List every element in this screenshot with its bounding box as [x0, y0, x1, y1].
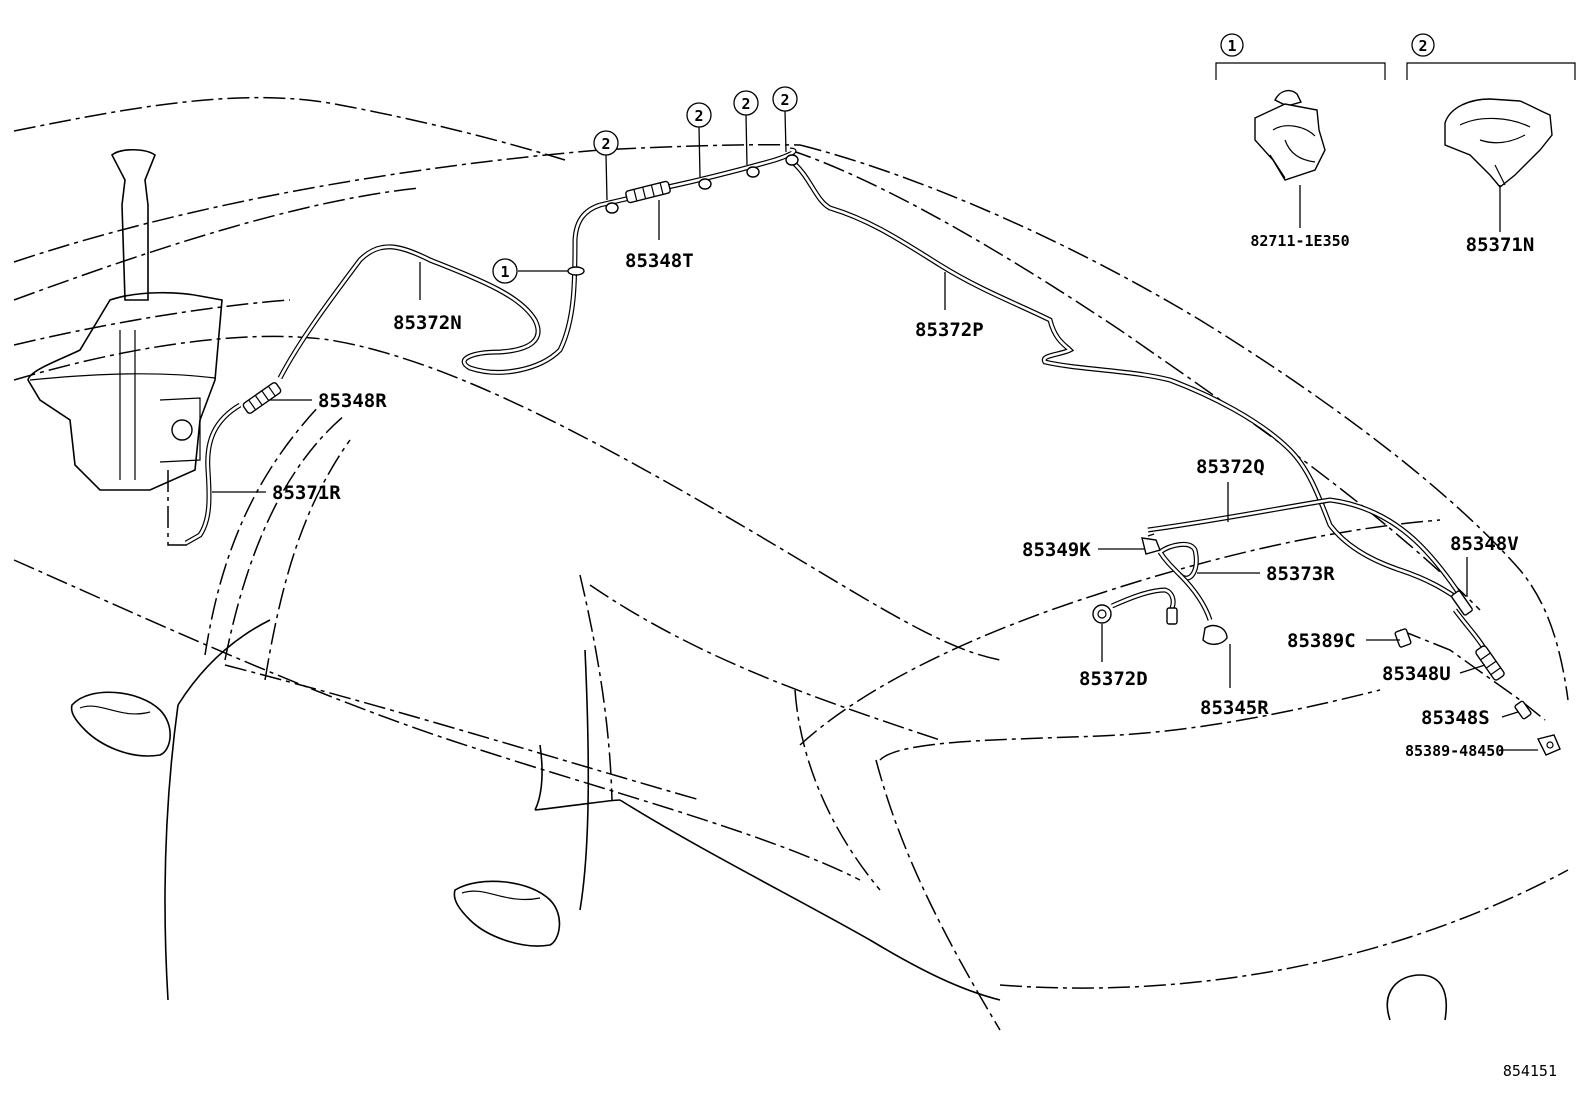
label-85389-48450: 85389-48450 [1405, 742, 1504, 760]
svg-text:2: 2 [780, 91, 789, 109]
label-85372p: 85372P [915, 319, 984, 341]
svg-text:2: 2 [741, 95, 750, 113]
callouts: 2 2 2 2 1 [492, 86, 798, 284]
label-85389c: 85389C [1287, 630, 1356, 652]
callout-2-b: 2 [686, 102, 712, 178]
washer-hoses [184, 147, 1488, 652]
connector-85345r-icon [1202, 624, 1228, 645]
door-handle-front [70, 691, 171, 757]
clip-rings [567, 154, 799, 276]
callout-2-d: 2 [772, 86, 798, 153]
part-labels: 85348T 85372N 85372P 85348R 85371R 85372… [212, 200, 1538, 760]
nozzle-85389-48450-icon [1536, 734, 1561, 756]
joint-85348v-icon [1451, 590, 1473, 616]
svg-text:2: 2 [601, 135, 610, 153]
hose-joints [242, 154, 1561, 756]
callout-2-c: 2 [733, 90, 759, 166]
legend-2-part-label: 85371N [1466, 234, 1535, 256]
label-85348r: 85348R [318, 390, 387, 412]
legend-2-number: 2 [1418, 37, 1427, 55]
door-handle-rear [453, 880, 561, 947]
legend-1-part-label: 82711-1E350 [1250, 232, 1349, 250]
label-85372q: 85372Q [1196, 456, 1265, 478]
label-85372d: 85372D [1079, 668, 1148, 690]
clip-85371n-icon [1444, 98, 1553, 188]
label-85348s: 85348S [1421, 707, 1490, 729]
valve-85349k-icon [1141, 533, 1161, 555]
fitting-icon [1166, 607, 1178, 625]
svg-text:1: 1 [500, 263, 509, 281]
label-85373r: 85373R [1266, 563, 1335, 585]
label-85345r: 85345R [1200, 697, 1269, 719]
label-85348v: 85348V [1450, 533, 1519, 555]
vehicle-body-outline [13, 96, 1569, 1031]
vehicle-solid-lines [164, 619, 1447, 1021]
callout-1-a: 1 [492, 258, 568, 284]
label-85371r: 85371R [272, 482, 341, 504]
joint-85348u-icon [1475, 645, 1505, 681]
joint-85348s-icon [1514, 700, 1532, 720]
diagram-code: 854151 [1503, 1062, 1557, 1080]
washer-pump-icon [171, 419, 193, 441]
callout-2-a: 2 [593, 130, 619, 201]
clip-82711-icon [1254, 89, 1326, 181]
washer-tank [27, 148, 223, 491]
legend-item-2: 2 85371N [1406, 33, 1576, 256]
label-85348t: 85348T [625, 250, 694, 272]
legend-item-1: 1 82711-1E350 [1215, 33, 1386, 250]
svg-text:2: 2 [694, 107, 703, 125]
label-85372n: 85372N [393, 312, 462, 334]
label-85348u: 85348U [1382, 663, 1451, 685]
legend-1-number: 1 [1227, 37, 1236, 55]
clip-legend: 1 82711-1E350 2 85371N [1215, 33, 1576, 256]
label-85349k: 85349K [1022, 539, 1091, 561]
joint-85348t-icon [625, 180, 671, 204]
joint-85348r-icon [242, 382, 282, 414]
grommet-85389c-icon [1394, 628, 1412, 648]
grommet-85372d-icon [1092, 604, 1112, 624]
